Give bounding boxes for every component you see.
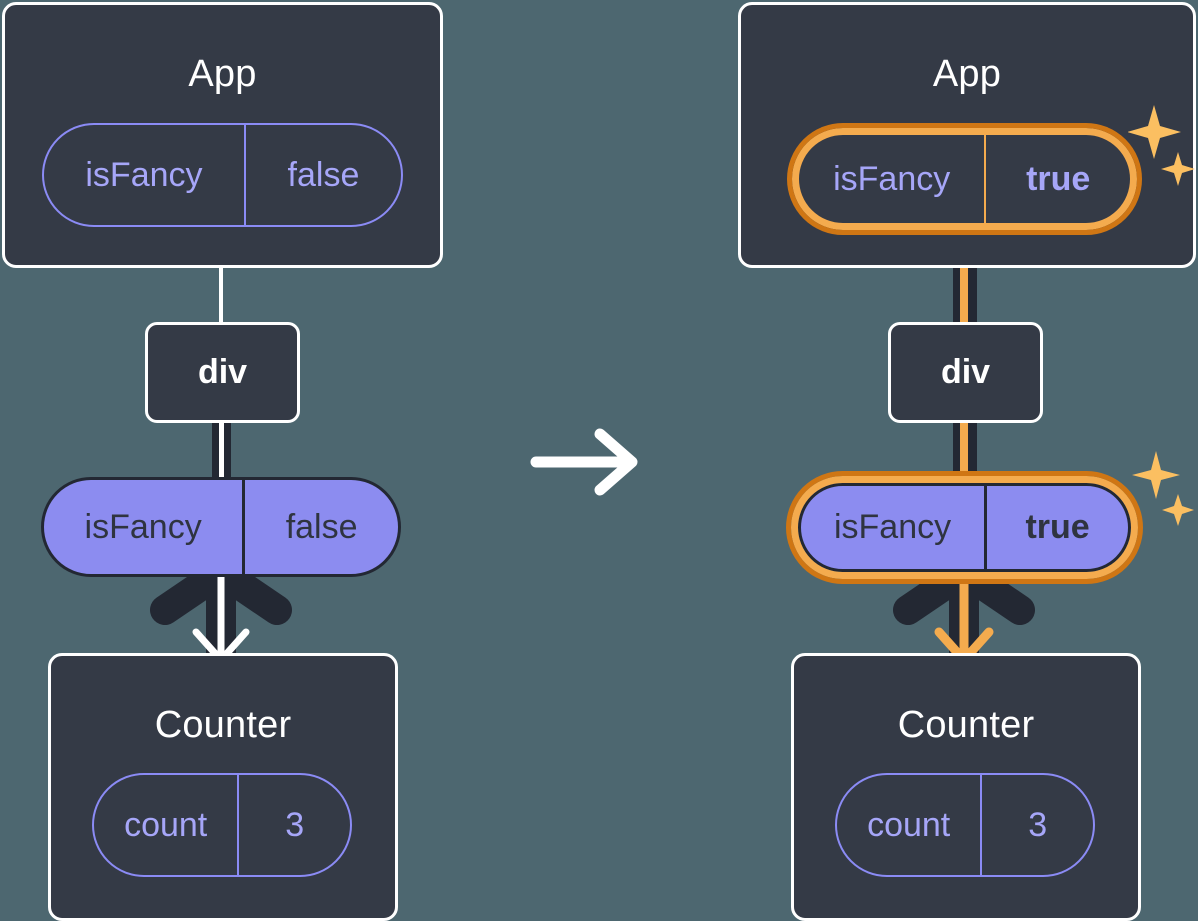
div-box-label-before: div <box>197 353 248 391</box>
sparkle-small-icon <box>1161 152 1195 186</box>
app-state-pill-before[interactable]: isFancy false <box>42 123 403 227</box>
right-arrow-icon <box>530 428 638 496</box>
app-state-value-before: false <box>243 125 401 225</box>
counter-state-value-before: 3 <box>237 775 350 875</box>
counter-box-title-before: Counter <box>154 704 292 746</box>
counter-state-pill-before[interactable]: count 3 <box>92 773 352 877</box>
connector-app-to-div-before <box>219 225 223 325</box>
fork-arrow-after <box>893 557 1035 679</box>
prop-pill-after[interactable]: isFancy true <box>798 483 1131 572</box>
prop-pill-key-after: isFancy <box>833 508 952 546</box>
transition-arrow <box>530 428 638 496</box>
app-box-title-before: App <box>188 53 257 95</box>
sparkle-large-icon <box>1128 105 1181 159</box>
app-state-value-after: true <box>984 135 1130 223</box>
prop-sparkles <box>1132 451 1194 526</box>
connector-div-to-prop-core-before <box>219 420 224 480</box>
connector-app-to-div-core-after <box>960 225 968 327</box>
app-state-key-after: isFancy <box>833 159 951 198</box>
sparkle-small-icon <box>1162 494 1194 526</box>
app-sparkles <box>1128 105 1195 186</box>
prop-pill-before[interactable]: isFancy false <box>41 477 401 577</box>
connector-div-to-prop-core-after <box>960 420 968 482</box>
prop-pill-value-after: true <box>984 486 1128 569</box>
prop-pill-value-before: false <box>242 480 398 574</box>
prop-pill-key-before: isFancy <box>84 507 202 546</box>
counter-state-key-before: count <box>124 805 208 844</box>
app-box-title-after: App <box>932 53 1002 95</box>
counter-state-value-after: 3 <box>980 775 1093 875</box>
app-state-pill-after[interactable]: isFancy true <box>797 133 1132 225</box>
counter-state-pill-after[interactable]: count 3 <box>835 773 1095 877</box>
fork-arrow-before <box>150 557 292 679</box>
app-state-key-before: isFancy <box>85 155 203 194</box>
counter-state-key-after: count <box>867 805 951 844</box>
div-box-before: div <box>145 322 300 423</box>
div-box-after: div <box>888 322 1043 423</box>
div-box-label-after: div <box>940 353 991 391</box>
sparkle-large-icon <box>1132 451 1180 499</box>
counter-box-title-after: Counter <box>897 704 1035 746</box>
